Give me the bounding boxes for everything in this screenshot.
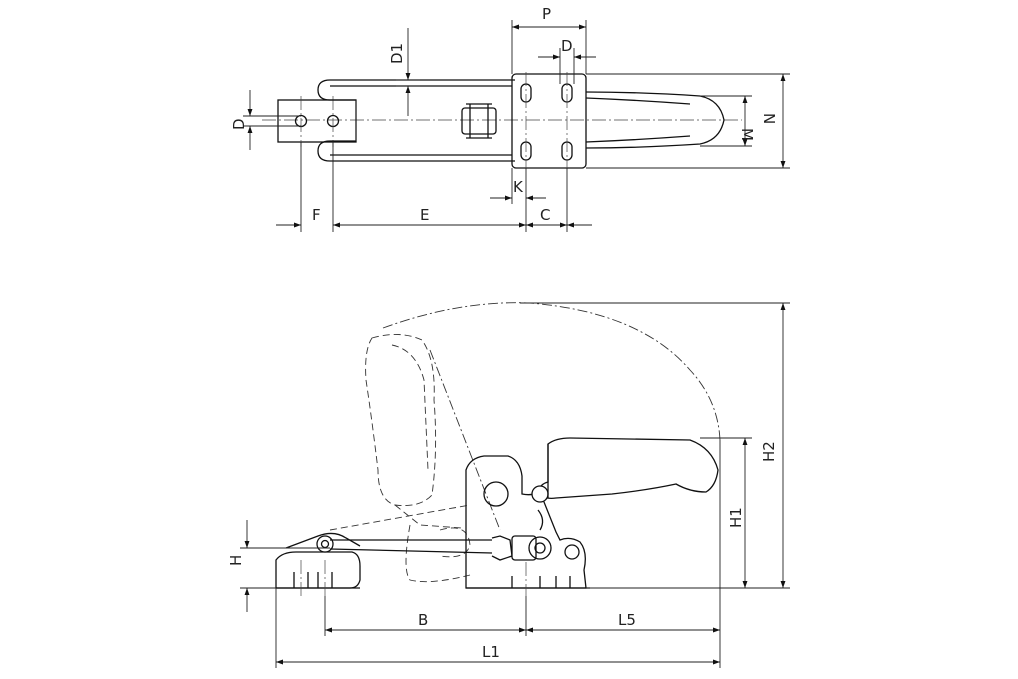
top-view: P D D1 D M N K bbox=[230, 5, 790, 232]
side-view: H H1 H2 B L5 L1 bbox=[227, 302, 790, 668]
dim-label-h2: H2 bbox=[760, 441, 778, 462]
dim-label-p: P bbox=[542, 5, 551, 23]
dim-label-h1: H1 bbox=[727, 507, 745, 528]
dim-label-m: M bbox=[738, 128, 756, 141]
dim-label-l1: L1 bbox=[482, 643, 500, 661]
dim-label-b: B bbox=[418, 611, 428, 629]
dim-label-k: K bbox=[513, 178, 524, 196]
dim-label-e: E bbox=[420, 206, 429, 224]
dim-label-n: N bbox=[760, 113, 778, 124]
dim-label-d1: D1 bbox=[388, 43, 406, 64]
dim-label-d-top: D bbox=[561, 37, 573, 55]
dim-label-f: F bbox=[312, 206, 321, 224]
dim-label-d-left: D bbox=[230, 118, 248, 130]
dim-label-l5: L5 bbox=[618, 611, 636, 629]
dim-label-h: H bbox=[227, 555, 245, 566]
dim-label-c: C bbox=[540, 206, 550, 224]
